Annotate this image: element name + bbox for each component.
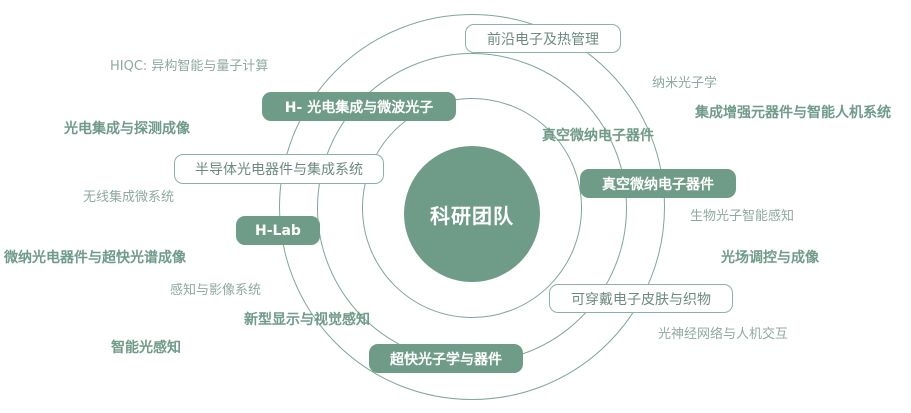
label-perception-imaging: 感知与影像系统 [170,283,262,298]
label-new-display: 新型显示与视觉感知 [244,312,370,328]
pill-h-lab: H-Lab [236,216,320,245]
label-micro-nano-ultrafast: 微纳光电器件与超快光谱成像 [4,250,186,266]
pill-semiconductor-devices: 半导体光电器件与集成系统 [174,154,384,184]
label-enhanced-devices: 集成增强元器件与智能人机系统 [695,105,891,121]
pill-frontier-electronics: 前沿电子及热管理 [465,24,621,53]
label-vacuum-ring: 真空微纳电子器件 [542,128,654,144]
outer-ring [279,14,665,400]
label-light-field: 光场调控与成像 [721,250,819,266]
pill-h-optoelectronics: H- 光电集成与微波光子 [262,92,456,121]
label-smart-sensing: 智能光感知 [111,340,181,356]
pill-ultrafast-photonics: 超快光子学与器件 [369,344,523,373]
label-wireless-micro: 无线集成微系统 [83,190,175,205]
label-optical-neural: 光神经网络与人机交互 [658,327,789,342]
label-nano-photonics: 纳米光子学 [652,76,718,91]
label-optoelectronic-detection: 光电集成与探测成像 [64,121,190,137]
pill-vacuum-micro-electronics: 真空微纳电子器件 [580,169,736,198]
center-circle-research-team: 科研团队 [404,146,540,282]
label-bio-photonics: 生物光子智能感知 [690,209,795,224]
pill-wearable-skin: 可穿戴电子皮肤与织物 [549,284,733,313]
label-hiqc: HIQC: 异构智能与量子计算 [110,59,269,74]
inner-ring [362,98,582,318]
